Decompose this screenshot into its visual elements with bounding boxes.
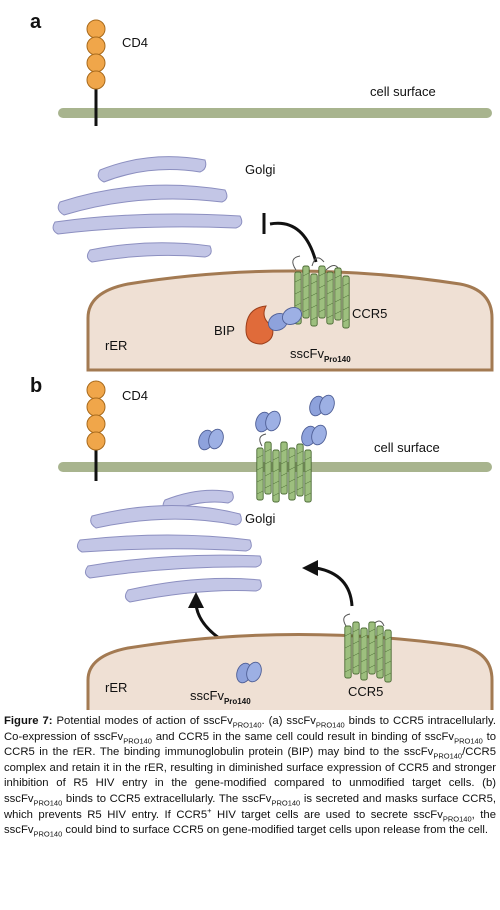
caption-subscript: PRO140 bbox=[454, 735, 483, 745]
cell-surface-label-b: cell surface bbox=[374, 440, 440, 455]
sscfv-label-b: sscFvPro140 bbox=[190, 688, 251, 706]
panel-b-letter: b bbox=[30, 375, 42, 397]
panel-a: a cell surface CD4 Golgi rER bbox=[30, 11, 494, 372]
sscfv-free-3 bbox=[306, 392, 338, 419]
figure-illustration: a cell surface CD4 Golgi rER bbox=[30, 11, 494, 710]
caption-subscript: PRO140 bbox=[232, 720, 262, 730]
ccr5-label-a: CCR5 bbox=[352, 306, 387, 321]
caption-subscript: PRO140 bbox=[33, 798, 63, 808]
caption-subscript: PRO140 bbox=[271, 798, 301, 808]
caption-text: and CCR5 in the same cell could result i… bbox=[151, 730, 455, 743]
sscfv-free-2 bbox=[252, 408, 284, 435]
cd4-receptor-a bbox=[86, 19, 106, 126]
caption-text: HIV target cells are used to secrete ssc… bbox=[211, 808, 443, 821]
transport-arrow-right bbox=[302, 560, 354, 607]
caption-subscript: PRO140 bbox=[33, 829, 63, 839]
rer-b bbox=[86, 632, 494, 710]
cell-surface-label-a: cell surface bbox=[370, 84, 436, 99]
caption-text: is secreted and masks surface CCR5, whic… bbox=[4, 792, 497, 821]
sscfv-bound-a bbox=[268, 307, 302, 331]
rer-label-a: rER bbox=[105, 338, 127, 353]
rer-label-b: rER bbox=[105, 680, 127, 695]
caption-subscript: PRO140 bbox=[123, 735, 152, 745]
cell-membrane-a bbox=[58, 108, 492, 118]
sscfv-label-a: sscFvPro140 bbox=[290, 346, 351, 364]
caption-text: to CCR5 in the rER. The binding immunogl… bbox=[4, 730, 497, 759]
panel-a-letter: a bbox=[30, 11, 42, 33]
caption-text: binds to CCR5 intracellularly. Co-expres… bbox=[4, 715, 497, 743]
golgi-label-b: Golgi bbox=[245, 511, 275, 526]
cd4-label-a: CD4 bbox=[122, 35, 148, 50]
caption-text: /CCR5 complex and retain it in the rER, … bbox=[4, 746, 496, 805]
caption-text: Potential modes of action of sscFv bbox=[52, 715, 233, 727]
caption-subscript: PRO140 bbox=[433, 751, 463, 761]
ccr5-receptor-a bbox=[292, 255, 350, 329]
figure-caption: Figure 7: Potential modes of action of s… bbox=[4, 714, 496, 839]
blocked-transport-arrow-a bbox=[262, 213, 318, 263]
ccr5-rer-b bbox=[343, 613, 392, 683]
cd4-label-b: CD4 bbox=[122, 388, 148, 403]
caption-lead: Figure 7: bbox=[4, 715, 53, 727]
ccr5-label-b: CCR5 bbox=[348, 684, 383, 699]
cd4-receptor-b bbox=[86, 380, 106, 481]
caption-subscript: PRO140 bbox=[315, 720, 345, 730]
panel-b: b cell surface CD4 bbox=[30, 375, 494, 710]
sscfv-free-1 bbox=[195, 426, 227, 453]
caption-text: . (a) sscFv bbox=[261, 715, 316, 727]
golgi-a bbox=[52, 156, 243, 263]
golgi-b bbox=[76, 489, 262, 603]
bip-label: BIP bbox=[214, 323, 235, 338]
golgi-label-a: Golgi bbox=[245, 162, 275, 177]
caption-superscript: + bbox=[207, 805, 212, 815]
sscfv-masking-ccr5 bbox=[298, 422, 330, 449]
caption-text: binds to CCR5 extracellularly. The sscFv bbox=[62, 792, 272, 805]
caption-text: could bind to surface CCR5 on gene-modif… bbox=[62, 824, 489, 837]
caption-text: , the sscFv bbox=[4, 808, 496, 837]
caption-subscript: PRO140 bbox=[442, 813, 472, 823]
